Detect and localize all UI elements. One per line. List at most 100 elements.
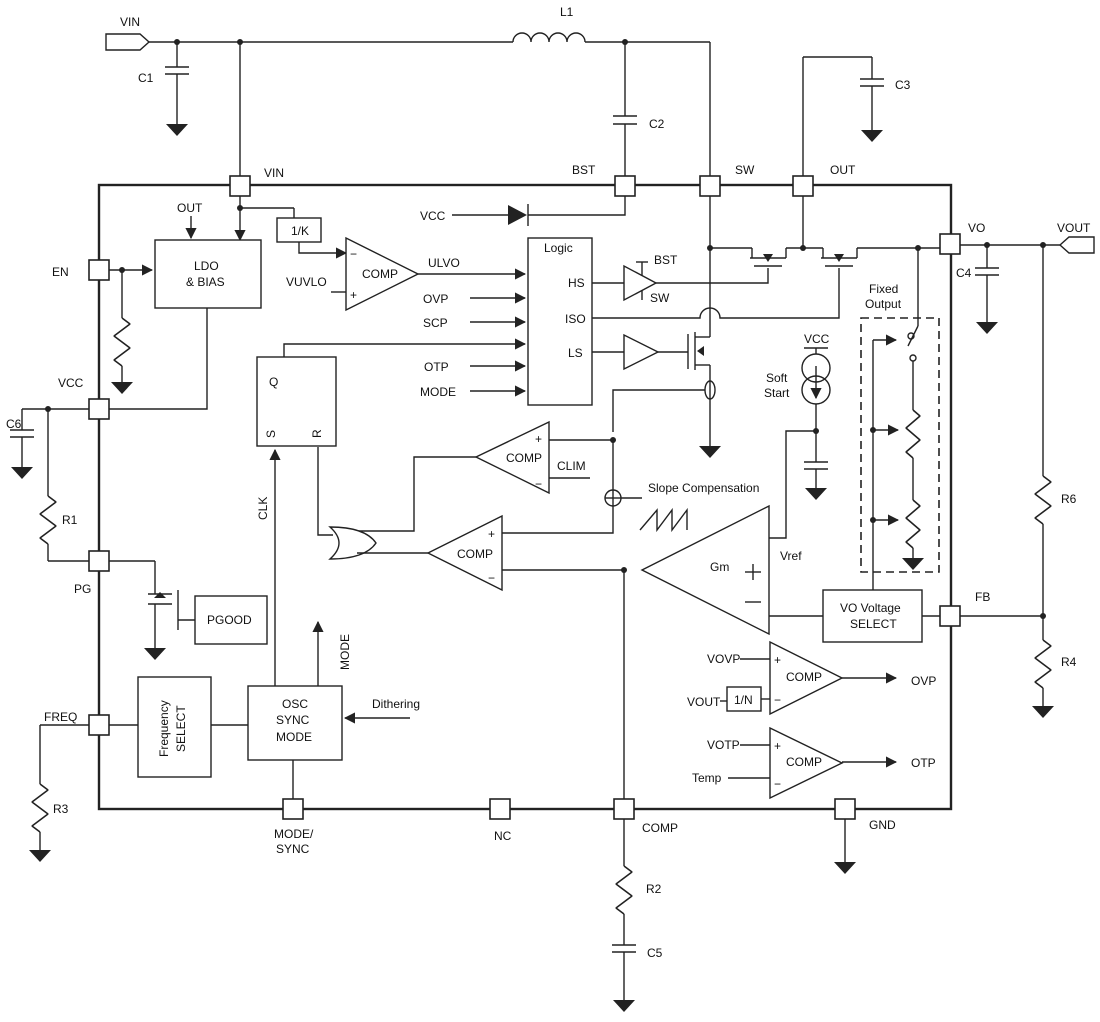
gm-label: Gm bbox=[710, 560, 729, 574]
ldo-label-1: LDO bbox=[194, 259, 219, 273]
gm-error-amplifier: Gm Vref bbox=[640, 504, 802, 636]
clim-comp-label: COMP bbox=[506, 451, 542, 465]
vuvlo-label: VUVLO bbox=[286, 275, 327, 289]
resistor-r1: R1 bbox=[39, 495, 78, 545]
r2-label: R2 bbox=[646, 882, 662, 896]
pin-vcc-label: VCC bbox=[58, 376, 84, 390]
capacitor-c2: C2 bbox=[613, 42, 665, 176]
r3-label: R3 bbox=[53, 802, 69, 816]
hs-driver: BST SW bbox=[623, 253, 678, 305]
ovp-output-label: OVP bbox=[911, 674, 936, 688]
c1-label: C1 bbox=[138, 71, 154, 85]
capacitor-c3: C3 bbox=[802, 56, 911, 176]
low-side-mosfet bbox=[694, 332, 710, 370]
ground-icon bbox=[11, 467, 33, 479]
pwm-comparator: COMP + − bbox=[426, 514, 503, 592]
logic-scp-input-label: SCP bbox=[423, 316, 448, 330]
hs-driver-sw-label: SW bbox=[650, 291, 670, 305]
ground-icon bbox=[144, 648, 166, 660]
c3-label: C3 bbox=[895, 78, 911, 92]
soft-start-label-2: Start bbox=[764, 386, 790, 400]
pin-out bbox=[792, 175, 814, 197]
divider-1n: 1/N bbox=[726, 686, 762, 712]
plus-sign: + bbox=[774, 653, 781, 667]
temp-label: Temp bbox=[692, 771, 722, 785]
clim-label: CLIM bbox=[557, 459, 586, 473]
pin-comp bbox=[613, 798, 635, 820]
ovp-comp-label: COMP bbox=[786, 670, 822, 684]
vout-port-label: VOUT bbox=[1057, 221, 1091, 235]
logic-otp-input-label: OTP bbox=[424, 360, 449, 374]
inductor-l1: L1 bbox=[512, 5, 710, 43]
ground-icon bbox=[166, 124, 188, 136]
ground-icon bbox=[861, 130, 883, 142]
slope-compensation-label: Slope Compensation bbox=[648, 481, 759, 495]
ground-icon bbox=[805, 488, 827, 500]
pg-mosfet bbox=[148, 590, 179, 630]
ls-driver bbox=[623, 333, 660, 371]
ground-icon bbox=[613, 1000, 635, 1012]
en-pulldown-resistor bbox=[113, 317, 131, 367]
logic-block: Logic HS ISO LS bbox=[527, 237, 593, 406]
minus-sign: − bbox=[774, 693, 781, 707]
pin-nc-label: NC bbox=[494, 829, 512, 843]
pin-comp-label: COMP bbox=[642, 821, 678, 835]
divider-1n-label: 1/N bbox=[734, 693, 753, 707]
c2-label: C2 bbox=[649, 117, 665, 131]
vout-output-port: VOUT bbox=[1057, 221, 1095, 254]
pin-pg bbox=[88, 550, 110, 572]
ulvo-label: ULVO bbox=[428, 256, 460, 270]
c4-label: C4 bbox=[956, 266, 972, 280]
latch-s-label: S bbox=[264, 430, 278, 438]
capacitor-c1: C1 bbox=[138, 42, 189, 136]
pin-fb bbox=[939, 605, 961, 627]
pin-mode-sync-label-2: SYNC bbox=[276, 842, 310, 856]
otp-comp-label: COMP bbox=[786, 755, 822, 769]
oscillator-block: OSC SYNC MODE bbox=[247, 685, 343, 761]
vo-select-label-2: SELECT bbox=[850, 617, 897, 631]
osc-mode-output-label: MODE bbox=[338, 634, 352, 670]
vovp-label: VOVP bbox=[707, 652, 740, 666]
hs-driver-bst-label: BST bbox=[654, 253, 678, 267]
ground-icon bbox=[976, 322, 998, 334]
sr-latch: Q S R bbox=[256, 356, 337, 447]
resistor-r6: R6 bbox=[1034, 475, 1077, 525]
resistor-r3: R3 bbox=[31, 783, 69, 833]
pin-gnd bbox=[834, 798, 856, 820]
otp-comparator: COMP + − bbox=[769, 726, 844, 800]
latch-r-label: R bbox=[310, 429, 324, 438]
logic-ovp-input-label: OVP bbox=[423, 292, 448, 306]
vcc-input-label: VCC bbox=[420, 209, 446, 223]
divider-1k-label: 1/K bbox=[291, 224, 309, 238]
soft-start-current-source bbox=[801, 353, 831, 405]
pgood-label: PGOOD bbox=[207, 613, 252, 627]
pin-mode-sync bbox=[282, 798, 304, 820]
frequency-select-block: Frequency SELECT bbox=[137, 676, 212, 778]
logic-hs-label: HS bbox=[568, 276, 585, 290]
c5-label: C5 bbox=[647, 946, 663, 960]
osc-label-2: SYNC bbox=[276, 713, 310, 727]
r1-label: R1 bbox=[62, 513, 78, 527]
logic-title: Logic bbox=[544, 241, 573, 255]
plus-sign: + bbox=[488, 527, 495, 541]
vin-input-port: VIN bbox=[105, 15, 151, 51]
plus-sign: + bbox=[774, 739, 781, 753]
pin-sw-label: SW bbox=[735, 163, 755, 177]
pin-en bbox=[88, 259, 110, 281]
divider-1k: 1/K bbox=[276, 217, 322, 243]
r4-label: R4 bbox=[1061, 655, 1077, 669]
isolation-mosfet bbox=[821, 248, 858, 267]
high-side-mosfet bbox=[750, 248, 787, 267]
c6-label: C6 bbox=[6, 417, 22, 431]
osc-label-3: MODE bbox=[276, 730, 312, 744]
capacitor-c5: C5 bbox=[612, 914, 663, 1012]
sawtooth-icon bbox=[639, 507, 688, 533]
current-limit-comparator: COMP + − bbox=[474, 420, 550, 495]
fixed-output-switch bbox=[907, 318, 919, 410]
logic-iso-label: ISO bbox=[565, 312, 586, 326]
ground-icon bbox=[699, 446, 721, 458]
resistor-r4: R4 bbox=[1034, 639, 1077, 689]
ldo-label-2: & BIAS bbox=[186, 275, 225, 289]
soft-start-capacitor bbox=[804, 461, 828, 500]
